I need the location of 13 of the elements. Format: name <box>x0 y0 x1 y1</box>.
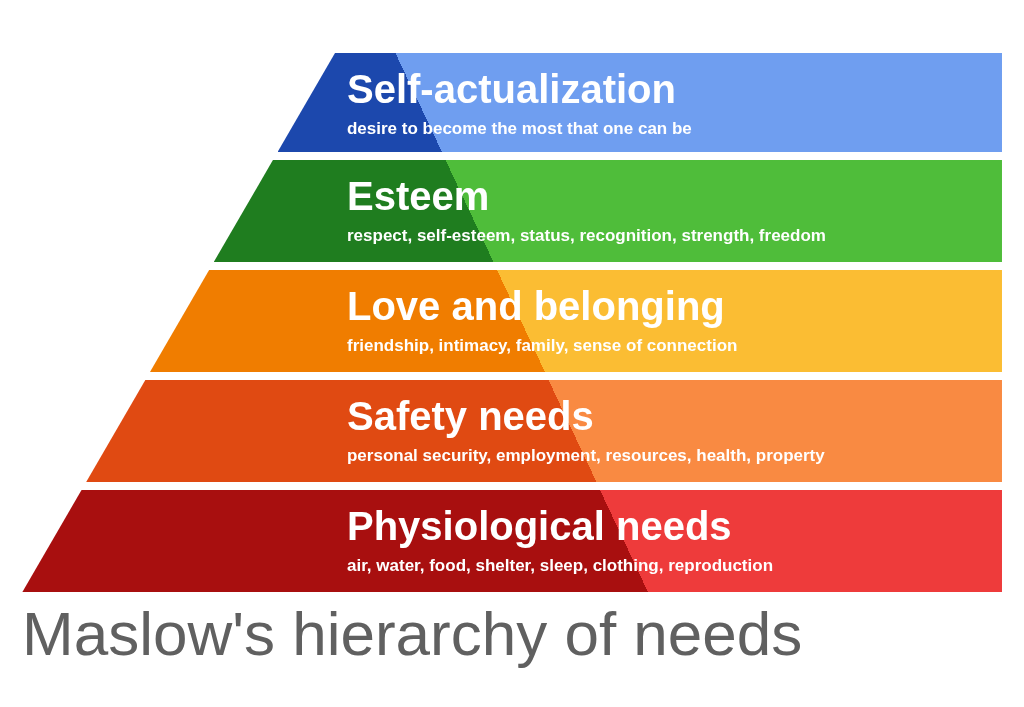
level-description: air, water, food, shelter, sleep, clothing, reproduction <box>347 556 773 576</box>
level-description: friendship, intimacy, family, sense of connection <box>347 336 738 356</box>
pyramid-level <box>86 380 1002 482</box>
diagram-title: Maslow's hierarchy of needs <box>22 598 803 670</box>
level-description: respect, self-esteem, status, recognition, strength, freedom <box>347 226 826 246</box>
pyramid-level <box>22 490 1002 592</box>
pyramid-level <box>149 270 1002 372</box>
level-heading: Safety needs <box>347 394 594 438</box>
level-description: personal security, employment, resources, health, property <box>347 446 825 466</box>
level-heading: Love and belonging <box>347 284 725 328</box>
level-heading: Physiological needs <box>347 504 732 548</box>
level-heading: Esteem <box>347 174 490 218</box>
pyramid-level <box>213 160 1002 262</box>
